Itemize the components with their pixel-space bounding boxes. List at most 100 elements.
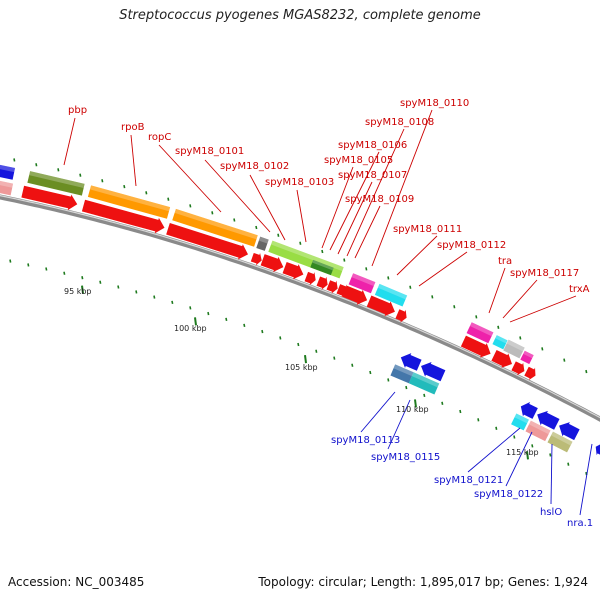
tick-major <box>194 317 197 326</box>
gene-label-spyM18-0121[interactable]: spyM18_0121 <box>434 475 503 486</box>
tick-inner <box>135 290 138 294</box>
rev-arrow-edge <box>595 442 600 457</box>
gene-label-hslO[interactable]: hslO <box>540 507 562 518</box>
tick-major <box>526 451 529 460</box>
leader-forward-10 <box>354 205 381 259</box>
feature-small-grey-shape <box>256 236 269 251</box>
backbone-line <box>0 194 600 422</box>
kbp-label-100: 100 kbp <box>174 324 207 333</box>
tick-outer <box>255 225 258 230</box>
feature-small-grey <box>256 236 269 251</box>
tick-outer <box>13 158 16 162</box>
feature-darkgreen-block-gloss <box>312 259 334 271</box>
cds-arrow-5-shape <box>260 254 284 273</box>
feature-edge-blue-gloss <box>0 164 16 173</box>
gene-label-spyM18-0112[interactable]: spyM18_0112 <box>437 240 506 251</box>
cds-arrow-small-1-shape <box>316 276 328 290</box>
gene-label-pbp[interactable]: pbp <box>68 105 87 116</box>
tick-inner <box>81 276 84 280</box>
feature-cyan-small <box>492 335 508 350</box>
gene-label-rpoB[interactable]: rpoB <box>121 122 145 133</box>
gene-label-trxA[interactable]: trxA <box>569 284 590 295</box>
leader-forward-0 <box>63 117 76 166</box>
tick-outer <box>321 249 324 254</box>
feature-rpoB-block <box>87 185 171 219</box>
rev-arrow-5-shape <box>559 422 580 441</box>
tick-outer <box>167 197 170 201</box>
gene-label-spyM18-0110[interactable]: spyM18_0110 <box>400 98 469 109</box>
feature-pink-block-shape <box>466 322 494 344</box>
gene-label-spyM18-0106[interactable]: spyM18_0106 <box>338 140 407 151</box>
rev-block-khaki-gloss <box>551 431 573 446</box>
leader-forward-2 <box>158 144 222 213</box>
gene-label-spyM18-0115[interactable]: spyM18_0115 <box>371 452 440 463</box>
tick-inner <box>477 418 480 422</box>
tick-major <box>81 285 84 294</box>
gene-label-spyM18-0111[interactable]: spyM18_0111 <box>393 224 462 235</box>
gene-label-spyM18-0107[interactable]: spyM18_0107 <box>338 170 407 181</box>
cds-arrow-small-0 <box>304 271 316 286</box>
tick-inner <box>423 393 426 398</box>
gene-label-spyM18-0113[interactable]: spyM18_0113 <box>331 435 400 446</box>
leader-reverse-1 <box>387 399 411 450</box>
label-leader-lines <box>63 109 593 516</box>
leader-forward-9 <box>346 128 405 257</box>
kbp-ticks <box>9 158 588 476</box>
feature-pbp-block-gloss <box>29 171 85 189</box>
gene-label-spyM18-0108[interactable]: spyM18_0108 <box>365 117 434 128</box>
feature-cyan-block-gloss <box>377 283 408 300</box>
tick-major <box>414 399 417 408</box>
feature-pink-small <box>520 350 534 365</box>
rev-block-steelblue-shape <box>390 364 414 384</box>
tick-inner <box>549 453 552 457</box>
feature-magenta-block <box>348 273 376 294</box>
feature-rpoB-block-gloss <box>89 185 171 212</box>
tick-outer <box>387 276 390 280</box>
cds-arrow-4 <box>250 252 262 266</box>
leader-forward-12 <box>396 235 438 276</box>
rev-block-salmon <box>525 420 551 442</box>
gene-label-spyM18-0103[interactable]: spyM18_0103 <box>265 177 334 188</box>
cds-arrow-1 <box>21 185 78 211</box>
tick-outer <box>475 315 478 319</box>
cds-arrow-9 <box>395 309 407 323</box>
gene-label-spyM18-0101[interactable]: spyM18_0101 <box>175 146 244 157</box>
tick-inner <box>387 378 390 382</box>
gene-label-spyM18-0117[interactable]: spyM18_0117 <box>510 268 579 279</box>
tick-outer <box>431 295 434 299</box>
tick-inner <box>459 409 462 414</box>
tick-outer <box>233 218 236 222</box>
gene-label-spyM18-0105[interactable]: spyM18_0105 <box>324 155 393 166</box>
tick-inner <box>243 323 246 328</box>
gene-label-spyM18-0109[interactable]: spyM18_0109 <box>345 194 414 205</box>
feature-ropC-block-gloss <box>174 208 258 240</box>
tick-inner <box>153 295 156 299</box>
leader-reverse-2 <box>467 427 521 473</box>
tick-major <box>304 354 307 364</box>
cds-arrow-13 <box>524 366 536 381</box>
gene-label-nra-1[interactable]: nra.1 <box>567 518 593 529</box>
gene-label-ropC[interactable]: ropC <box>148 132 171 143</box>
gene-label-spyM18-0122[interactable]: spyM18_0122 <box>474 489 543 500</box>
feature-ropC-block-shape <box>172 208 258 247</box>
feature-darkgreen-block-shape <box>310 259 334 276</box>
feature-cyan-small-shape <box>492 335 508 350</box>
gene-label-tra[interactable]: tra <box>498 256 512 267</box>
feature-small-grey-gloss <box>258 236 269 244</box>
cds-arrow-small-0-shape <box>304 271 316 286</box>
feature-pink-small-gloss <box>523 350 534 359</box>
leader-reverse-3 <box>505 431 533 487</box>
leader-forward-5 <box>296 189 307 243</box>
tick-outer <box>343 258 346 262</box>
tick-outer <box>365 267 368 271</box>
cds-arrow-small-2 <box>326 280 338 294</box>
gene-label-spyM18-0102[interactable]: spyM18_0102 <box>220 161 289 172</box>
rev-arrow-1-shape <box>400 353 422 371</box>
rev-arrow-4 <box>537 410 560 430</box>
leader-forward-4 <box>249 174 286 241</box>
kbp-label-95: 95 kbp <box>64 287 92 296</box>
rev-block-teal <box>408 372 440 395</box>
feature-edge-salmon-shape <box>0 180 14 196</box>
feature-edge-salmon-gloss <box>0 180 14 188</box>
tick-inner <box>99 280 102 284</box>
